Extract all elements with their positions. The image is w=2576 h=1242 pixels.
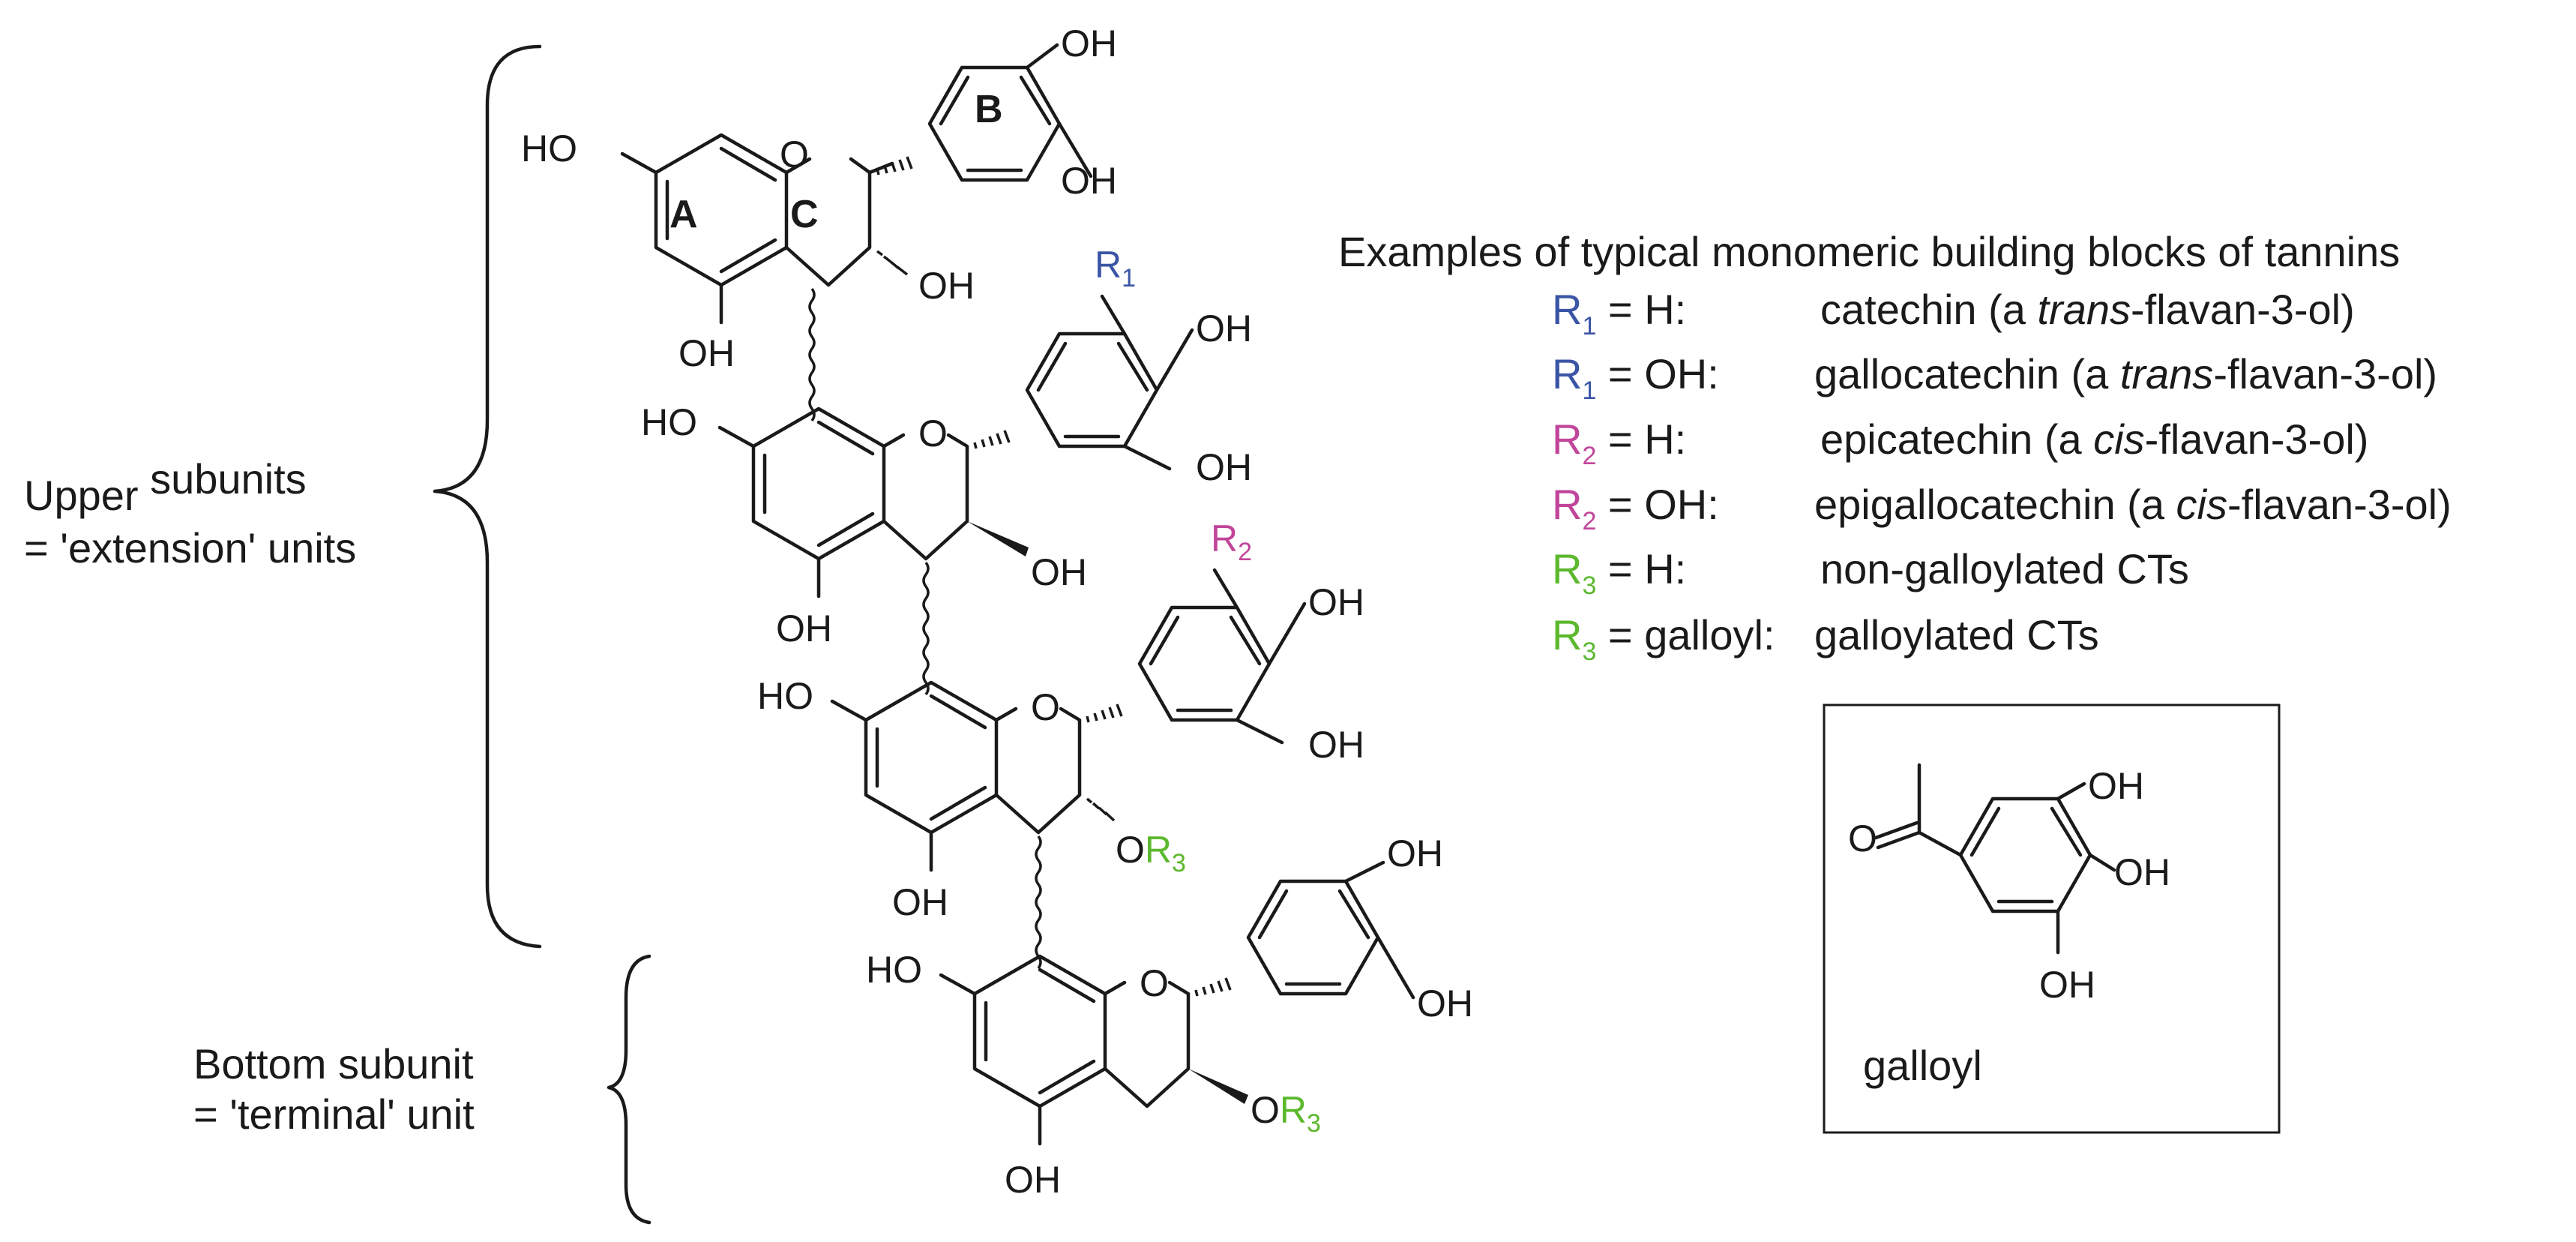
example-row-5-lhs: R3 = H: <box>1552 545 1686 600</box>
upper-subunits-label-line1: Upper subunits <box>24 455 307 519</box>
example-row-3-name: epicatechin (a cis-flavan-3-ol) <box>1820 416 2368 463</box>
or3-substituent-upper: OR3 <box>1116 829 1186 878</box>
example-row-3-lhs: R2 = H: <box>1552 416 1686 470</box>
svg-text:HO: HO <box>866 949 922 991</box>
svg-text:OH: OH <box>1196 308 1252 350</box>
examples-heading: Examples of typical monomeric building b… <box>1338 228 2400 275</box>
svg-text:OH: OH <box>2088 765 2144 807</box>
ring-label-c: C <box>790 193 819 236</box>
svg-text:O: O <box>780 134 809 176</box>
example-row-5-name: non-galloylated CTs <box>1820 545 2189 592</box>
svg-text:O: O <box>1848 818 1877 860</box>
bottom-subunit-brace <box>607 954 651 1225</box>
bottom-subunit-label-line1: Bottom subunit <box>193 1040 474 1088</box>
or3-substituent-lower: OR3 <box>1251 1089 1321 1138</box>
svg-text:HO: HO <box>641 401 697 443</box>
example-row-1-lhs: R1 = H: <box>1552 286 1686 340</box>
svg-text:OH: OH <box>776 608 832 650</box>
ring-label-b: B <box>975 88 1003 131</box>
unit-2-structure: HO O OH OH OH OH R1 <box>641 244 1252 696</box>
examples-legend: Examples of typical monomeric building b… <box>1338 228 2452 666</box>
galloyl-box: O OH OH OH galloyl <box>1823 704 2281 1134</box>
svg-text:OH: OH <box>1417 982 1473 1024</box>
svg-text:O: O <box>1031 686 1060 728</box>
unit-3-structure: HO O OH OH OH R2 OR3 <box>757 518 1364 970</box>
svg-text:OH: OH <box>1308 581 1364 623</box>
svg-text:OH: OH <box>2039 964 2095 1006</box>
upper-subunits-label-line2: = 'extension' units <box>24 524 356 572</box>
svg-text:O: O <box>918 412 948 454</box>
bottom-subunit-label-line2: = 'terminal' unit <box>193 1090 475 1138</box>
svg-text:OH: OH <box>1308 724 1364 766</box>
example-row-2-name: gallocatechin (a trans-flavan-3-ol) <box>1814 350 2437 398</box>
example-row-4-name: epigallocatechin (a cis-flavan-3-ol) <box>1814 481 2452 528</box>
example-row-2-lhs: R1 = OH: <box>1552 350 1719 405</box>
example-row-4-lhs: R2 = OH: <box>1552 481 1719 536</box>
svg-text:OH: OH <box>2114 851 2170 893</box>
example-row-6-name: galloylated CTs <box>1814 611 2099 658</box>
r2-substituent: R2 <box>1211 518 1252 566</box>
svg-text:OH: OH <box>1031 551 1087 593</box>
svg-text:HO: HO <box>757 675 813 717</box>
svg-text:OH: OH <box>678 332 735 374</box>
unit-4-structure: HO O OH OH OH OR3 <box>866 832 1473 1201</box>
svg-text:HO: HO <box>521 128 577 170</box>
ring-label-a: A <box>669 193 698 236</box>
r1-substituent: R1 <box>1095 244 1136 292</box>
svg-text:OH: OH <box>1005 1159 1061 1201</box>
svg-text:OH: OH <box>1061 22 1117 64</box>
galloyl-label: galloyl <box>1863 1042 1982 1089</box>
unit-1-structure: HO O OH OH OH OH A C B <box>521 22 1117 422</box>
upper-subunits-brace <box>433 44 542 949</box>
svg-text:OH: OH <box>918 265 975 307</box>
svg-text:OH: OH <box>892 881 948 923</box>
example-row-6-lhs: R3 = galloyl: <box>1552 611 1775 666</box>
svg-text:O: O <box>1140 962 1169 1004</box>
svg-text:OH: OH <box>1387 832 1443 874</box>
svg-text:OH: OH <box>1196 446 1252 488</box>
svg-text:OH: OH <box>1061 160 1117 202</box>
example-row-1-name: catechin (a trans-flavan-3-ol) <box>1820 286 2355 333</box>
